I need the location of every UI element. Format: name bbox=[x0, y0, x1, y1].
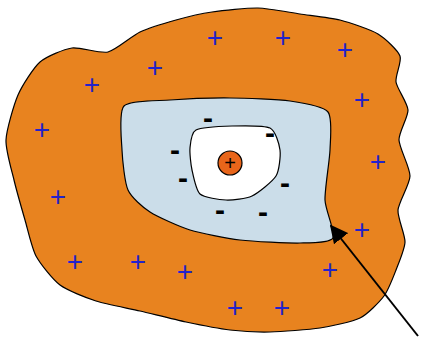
negative-charge: - bbox=[215, 195, 225, 225]
positive-charge: + bbox=[275, 24, 291, 52]
positive-charge: + bbox=[354, 216, 370, 244]
positive-charge: + bbox=[227, 294, 243, 322]
positive-charge: + bbox=[274, 294, 290, 322]
positive-charge: + bbox=[207, 24, 223, 52]
positive-charge: + bbox=[84, 71, 100, 99]
positive-charge: + bbox=[177, 258, 193, 286]
positive-charge: + bbox=[354, 86, 370, 114]
positive-charge: + bbox=[67, 248, 83, 276]
conductor-region-shape bbox=[6, 8, 410, 332]
negative-charge: - bbox=[280, 168, 290, 198]
positive-charge: + bbox=[130, 248, 146, 276]
charge-circle bbox=[218, 151, 242, 175]
positive-charge: + bbox=[370, 148, 386, 176]
leader-line bbox=[331, 226, 418, 336]
positive-charge: + bbox=[147, 54, 163, 82]
negative-charge: - bbox=[170, 135, 180, 165]
point-charge: + bbox=[217, 150, 243, 176]
positive-charge: + bbox=[322, 256, 338, 284]
cavity-surface: -------+ bbox=[118, 94, 336, 246]
cavity-surface-shape bbox=[121, 98, 334, 243]
negative-charge: - bbox=[265, 118, 275, 148]
positive-charge: + bbox=[50, 183, 66, 211]
positive-charge: + bbox=[224, 153, 236, 173]
negative-charge: - bbox=[178, 163, 188, 193]
positive-charge: + bbox=[34, 116, 50, 144]
negative-charge: - bbox=[258, 197, 268, 227]
negative-charge: - bbox=[203, 103, 213, 133]
positive-charge: + bbox=[337, 36, 353, 64]
